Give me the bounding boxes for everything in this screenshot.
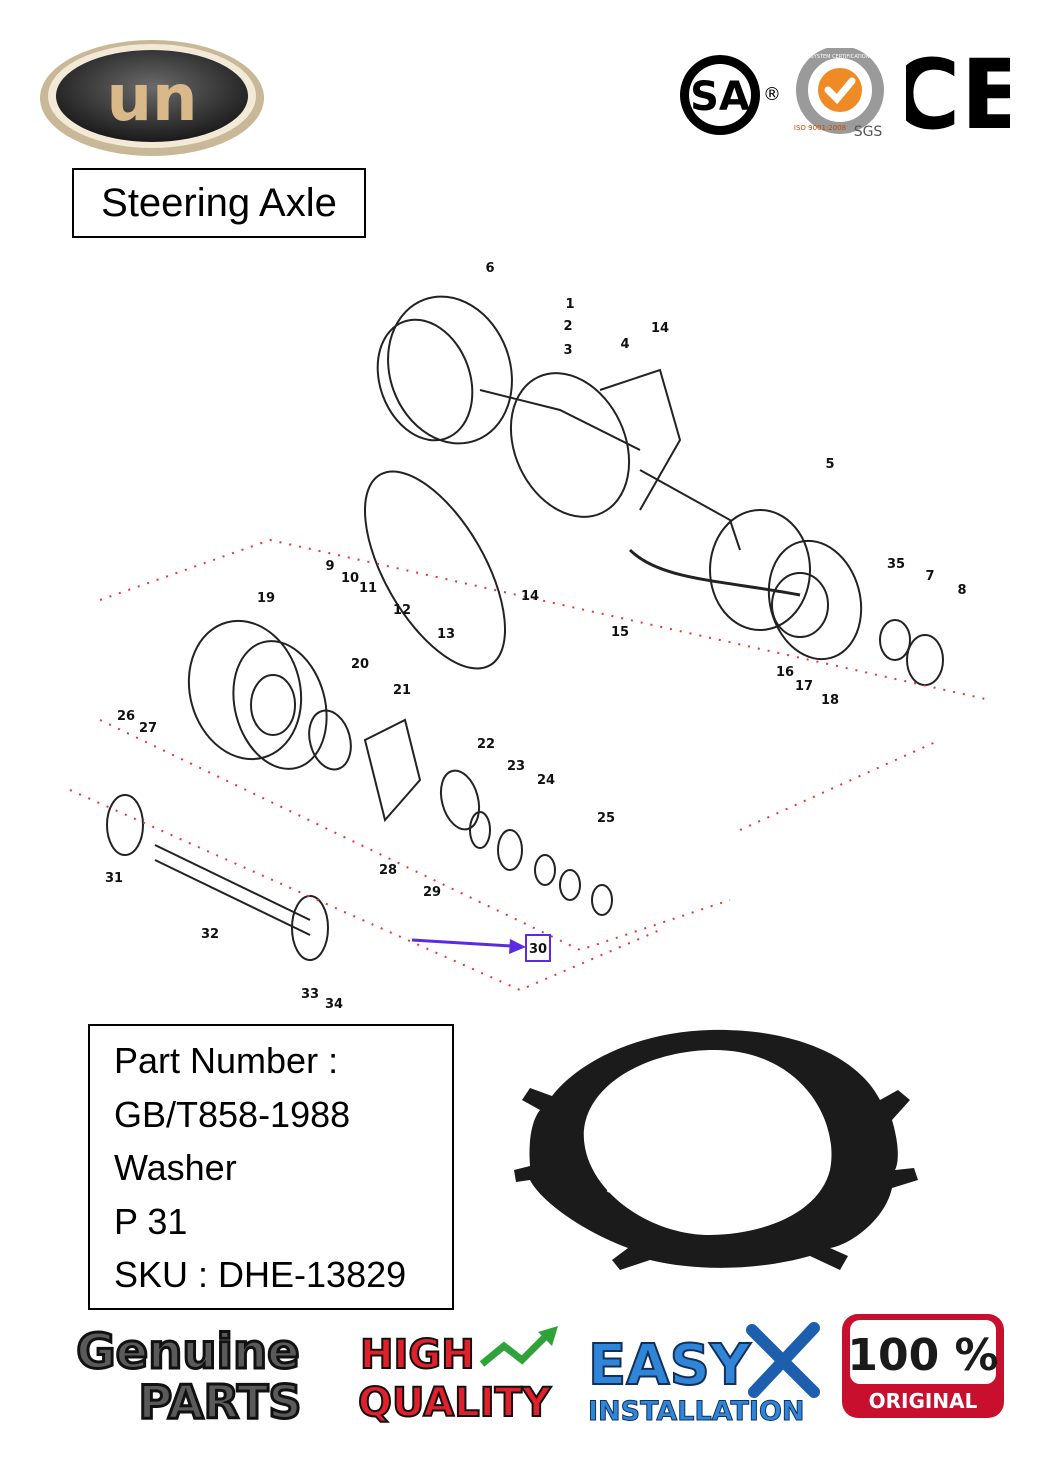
- sgs-cert-icon: SYSTEM CERTIFICATION ISO 9001:2008 SGS: [794, 48, 884, 140]
- callout-label: 25: [597, 811, 615, 826]
- easy-badge-line1: EASY: [588, 1333, 752, 1398]
- high-quality-badge: HIGH QUALITY: [357, 1326, 558, 1427]
- sgs-iso-text: ISO 9001:2008: [794, 124, 846, 132]
- original-badge: 100 % ORIGINAL: [842, 1314, 1004, 1418]
- callout-label: 23: [507, 759, 525, 774]
- part-30-pointer: [411, 934, 551, 962]
- ce-cert-text: CE: [906, 44, 1010, 142]
- ce-cert-icon: CE: [906, 44, 1010, 142]
- callout-label: 9: [325, 559, 334, 574]
- callout-label: 24: [537, 773, 555, 788]
- quality-badge-line1: HIGH: [360, 1332, 475, 1378]
- original-badge-line2: ORIGINAL: [869, 1389, 978, 1413]
- part-sku: SKU : DHE-13829: [114, 1254, 407, 1295]
- csa-cert-icon: SA ®: [680, 55, 781, 135]
- callout-label: 19: [257, 591, 275, 606]
- part-name: Washer: [114, 1147, 237, 1188]
- washer-photo: [514, 1029, 918, 1270]
- callout-label: 3: [563, 343, 572, 358]
- callout-label: 12: [393, 603, 411, 618]
- callout-label: 10: [341, 571, 359, 586]
- callout-label: 34: [325, 997, 343, 1012]
- callout-label: 31: [105, 871, 123, 886]
- part-number-value: GB/T858-1988: [114, 1093, 351, 1135]
- callout-label: 15: [611, 625, 629, 640]
- callout-label: 27: [139, 721, 157, 736]
- genuine-parts-badge: Genuine PARTS: [75, 1323, 303, 1431]
- callout-label: 5: [825, 457, 834, 472]
- sgs-ring-text: SYSTEM CERTIFICATION: [811, 54, 870, 60]
- sgs-mark-text: SGS: [854, 124, 883, 140]
- callout-label: 13: [437, 627, 455, 642]
- callout-label: 33: [301, 987, 319, 1002]
- callout-label: 14: [521, 589, 539, 604]
- callout-label: 22: [477, 737, 495, 752]
- part-position: P 31: [114, 1200, 188, 1242]
- callout-label: 17: [795, 679, 813, 694]
- original-badge-line1: 100 %: [847, 1330, 998, 1381]
- callout-label: 30: [529, 942, 547, 957]
- page-title: Steering Axle: [72, 168, 366, 238]
- callout-label: 4: [620, 337, 629, 352]
- callout-label: 29: [423, 885, 441, 900]
- callout-label: 6: [485, 261, 494, 276]
- genuine-badge-line2: PARTS: [139, 1375, 302, 1429]
- tools-icon: [746, 1322, 820, 1398]
- callout-label: 18: [821, 693, 839, 708]
- callout-label: 2: [563, 319, 572, 334]
- brand-logo-text: un: [106, 62, 197, 136]
- genuine-badge-line1: Genuine: [76, 1324, 299, 1380]
- callout-label: 1: [565, 297, 574, 312]
- callout-label: 20: [351, 657, 369, 672]
- callout-label: 21: [393, 683, 411, 698]
- part-info-box: Part Number : GB/T858-1988 Washer P 31 S…: [88, 1024, 454, 1310]
- callout-label: 16: [776, 665, 794, 680]
- csa-cert-text: SA: [690, 74, 750, 120]
- csa-registered-mark: ®: [763, 84, 781, 105]
- callout-label: 32: [201, 927, 219, 942]
- quality-badge-line2: QUALITY: [358, 1380, 552, 1426]
- part-number-label: Part Number :: [114, 1040, 339, 1081]
- callout-label: 7: [925, 569, 934, 584]
- callout-label: 26: [117, 709, 135, 724]
- easy-installation-badge: EASY INSTALLATION: [587, 1322, 820, 1428]
- brand-logo: un: [40, 40, 264, 156]
- callout-label: 35: [887, 557, 905, 572]
- callout-label: 8: [957, 583, 966, 598]
- callout-label: 28: [379, 863, 397, 878]
- callout-label: 14: [651, 321, 669, 336]
- callout-label: 11: [359, 581, 377, 596]
- easy-badge-line2: INSTALLATION: [588, 1396, 805, 1427]
